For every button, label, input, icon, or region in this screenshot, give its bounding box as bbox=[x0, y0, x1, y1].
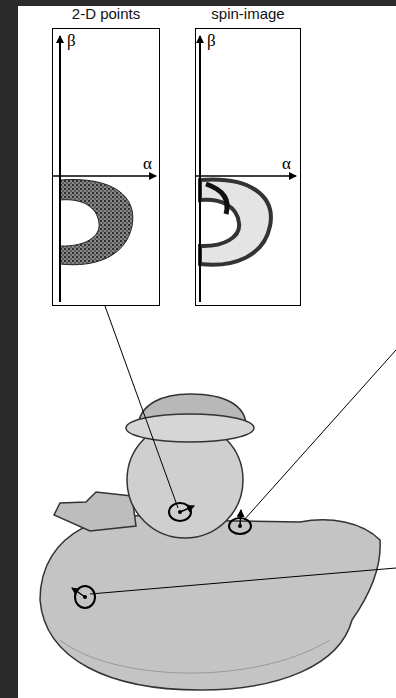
axis-label: α bbox=[142, 155, 153, 172]
panel-heading: spin-image bbox=[196, 5, 300, 22]
axis-label: β bbox=[66, 32, 77, 49]
panel-heading: 2-D points bbox=[53, 5, 159, 22]
axis-label: α bbox=[281, 155, 292, 172]
axis-label: β bbox=[206, 32, 217, 49]
